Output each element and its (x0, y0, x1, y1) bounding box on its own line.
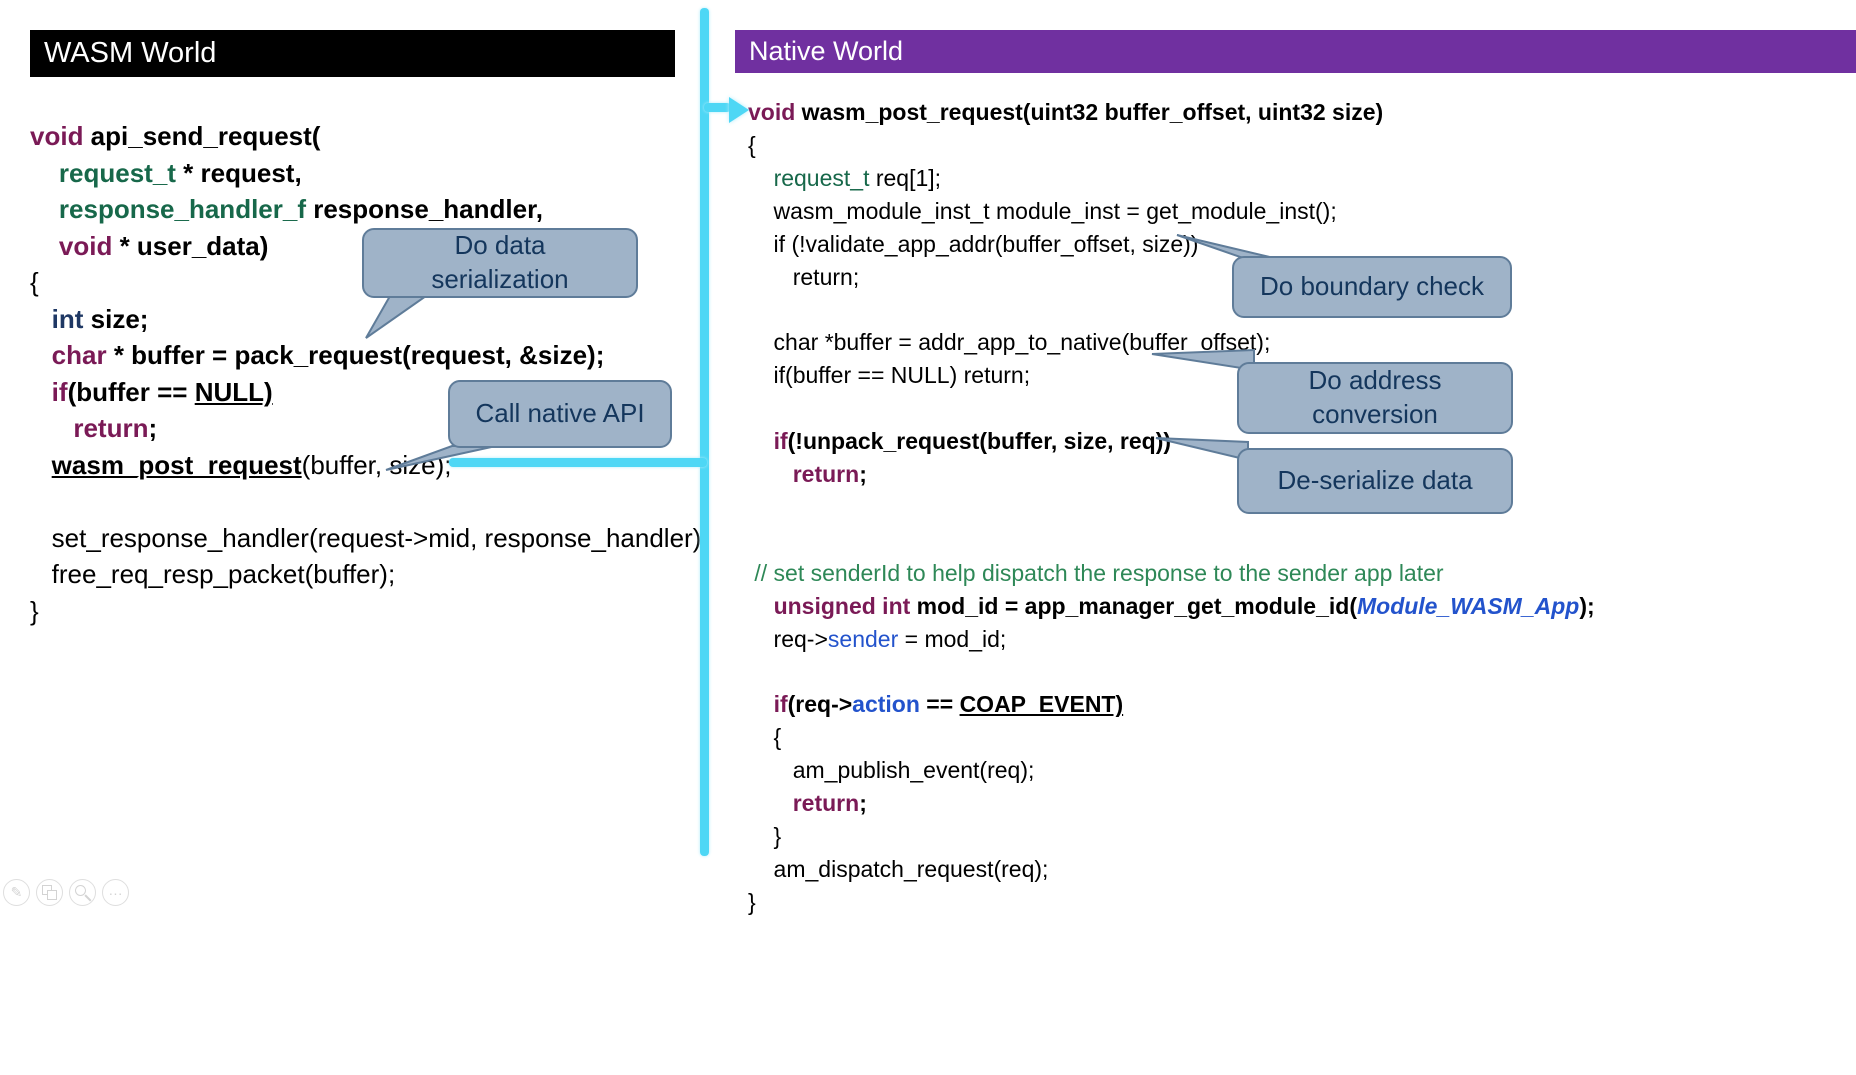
code-line: if(buffer == NULL) return; (748, 362, 1031, 389)
magnifier-handle (84, 894, 92, 902)
callout-do-address-conversion: Do address conversion (1237, 362, 1513, 434)
code-line: response_handler_f response_handler, (58, 194, 543, 224)
presenter-toolbar: ✎ ··· (3, 879, 129, 906)
callout-tail-serialization (365, 295, 430, 339)
code-line: if(req->action == COAP_EVENT) (773, 691, 1124, 718)
native-world-header: Native World (735, 30, 1856, 73)
code-line: void wasm_post_request(uint32 buffer_off… (748, 99, 1384, 125)
annotate-square-front (47, 890, 57, 900)
code-line: void api_send_request( (30, 121, 321, 151)
code-line: } (30, 595, 39, 626)
code-line (30, 483, 709, 520)
code-line (748, 524, 1595, 557)
callout-de-serialize-data: De-serialize data (1237, 448, 1513, 514)
code-line: { (748, 724, 782, 751)
code-line: set_response_handler(request->mid, respo… (30, 522, 709, 553)
wasm-world-header: WASM World (30, 30, 675, 77)
code-line: // set senderId to help dispatch the res… (748, 559, 1444, 586)
flow-arrowhead-icon (729, 97, 749, 123)
code-line: am_dispatch_request(req); (748, 855, 1049, 882)
code-line: { (30, 267, 39, 297)
pen-icon[interactable]: ✎ (3, 879, 30, 906)
flow-connector-vertical (700, 8, 709, 856)
code-line: if(buffer == NULL) (51, 376, 273, 407)
native-code-block: void wasm_post_request(uint32 buffer_off… (748, 96, 1595, 919)
more-glyph: ··· (108, 884, 123, 901)
code-line: if(!unpack_request(buffer, size, req)) (773, 428, 1172, 455)
annotate-icon[interactable] (36, 879, 63, 906)
code-line: } (748, 822, 782, 849)
callout-text: Do data serialization (431, 230, 569, 294)
code-line: return; (748, 263, 860, 290)
zoom-icon[interactable] (69, 879, 96, 906)
code-line: return; (73, 413, 158, 443)
code-line: if (!validate_app_addr(buffer_offset, si… (748, 230, 1199, 257)
native-world-title: Native World (749, 36, 904, 66)
callout-text: De-serialize data (1277, 465, 1473, 496)
callout-tail-native-api (385, 445, 497, 471)
code-line: int size; (51, 303, 149, 334)
flow-connector-top (704, 103, 731, 112)
code-line: unsigned int mod_id = app_manager_get_mo… (773, 592, 1595, 619)
code-line: } (748, 888, 756, 915)
code-line: wasm_post_request(buffer, size); (51, 449, 452, 480)
code-line: am_publish_event(req); (748, 757, 1035, 784)
callout-text: Do boundary check (1259, 271, 1485, 302)
flow-connector-mid (449, 458, 707, 467)
code-line: req->sender = mod_id; (748, 625, 1007, 652)
code-line: char * buffer = pack_request(request, &s… (51, 340, 605, 370)
wasm-world-title: WASM World (44, 37, 217, 69)
callout-text: Do address conversion (1308, 365, 1442, 429)
callout-call-native-api: Call native API (448, 380, 672, 448)
callout-tail-address (1151, 348, 1255, 372)
magnifier-lens (75, 885, 86, 896)
code-line: return; (792, 460, 867, 487)
code-line: void * user_data) (58, 230, 269, 261)
code-line: wasm_module_inst_t module_inst = get_mod… (748, 197, 1337, 224)
code-line: { (748, 131, 756, 158)
code-line: request_t req[1]; (773, 164, 942, 191)
callout-do-boundary-check: Do boundary check (1232, 256, 1512, 318)
code-line: request_t * request, (58, 157, 302, 188)
code-line: free_req_resp_packet(buffer); (30, 559, 396, 589)
pen-glyph: ✎ (10, 884, 23, 900)
more-options-icon[interactable]: ··· (102, 879, 129, 906)
callout-text: Call native API (475, 398, 645, 429)
code-line (748, 655, 1595, 688)
callout-do-data-serialization: Do data serialization (362, 228, 638, 298)
wasm-code-block: void api_send_request( request_t * reque… (30, 118, 709, 629)
code-line: return; (792, 790, 867, 817)
